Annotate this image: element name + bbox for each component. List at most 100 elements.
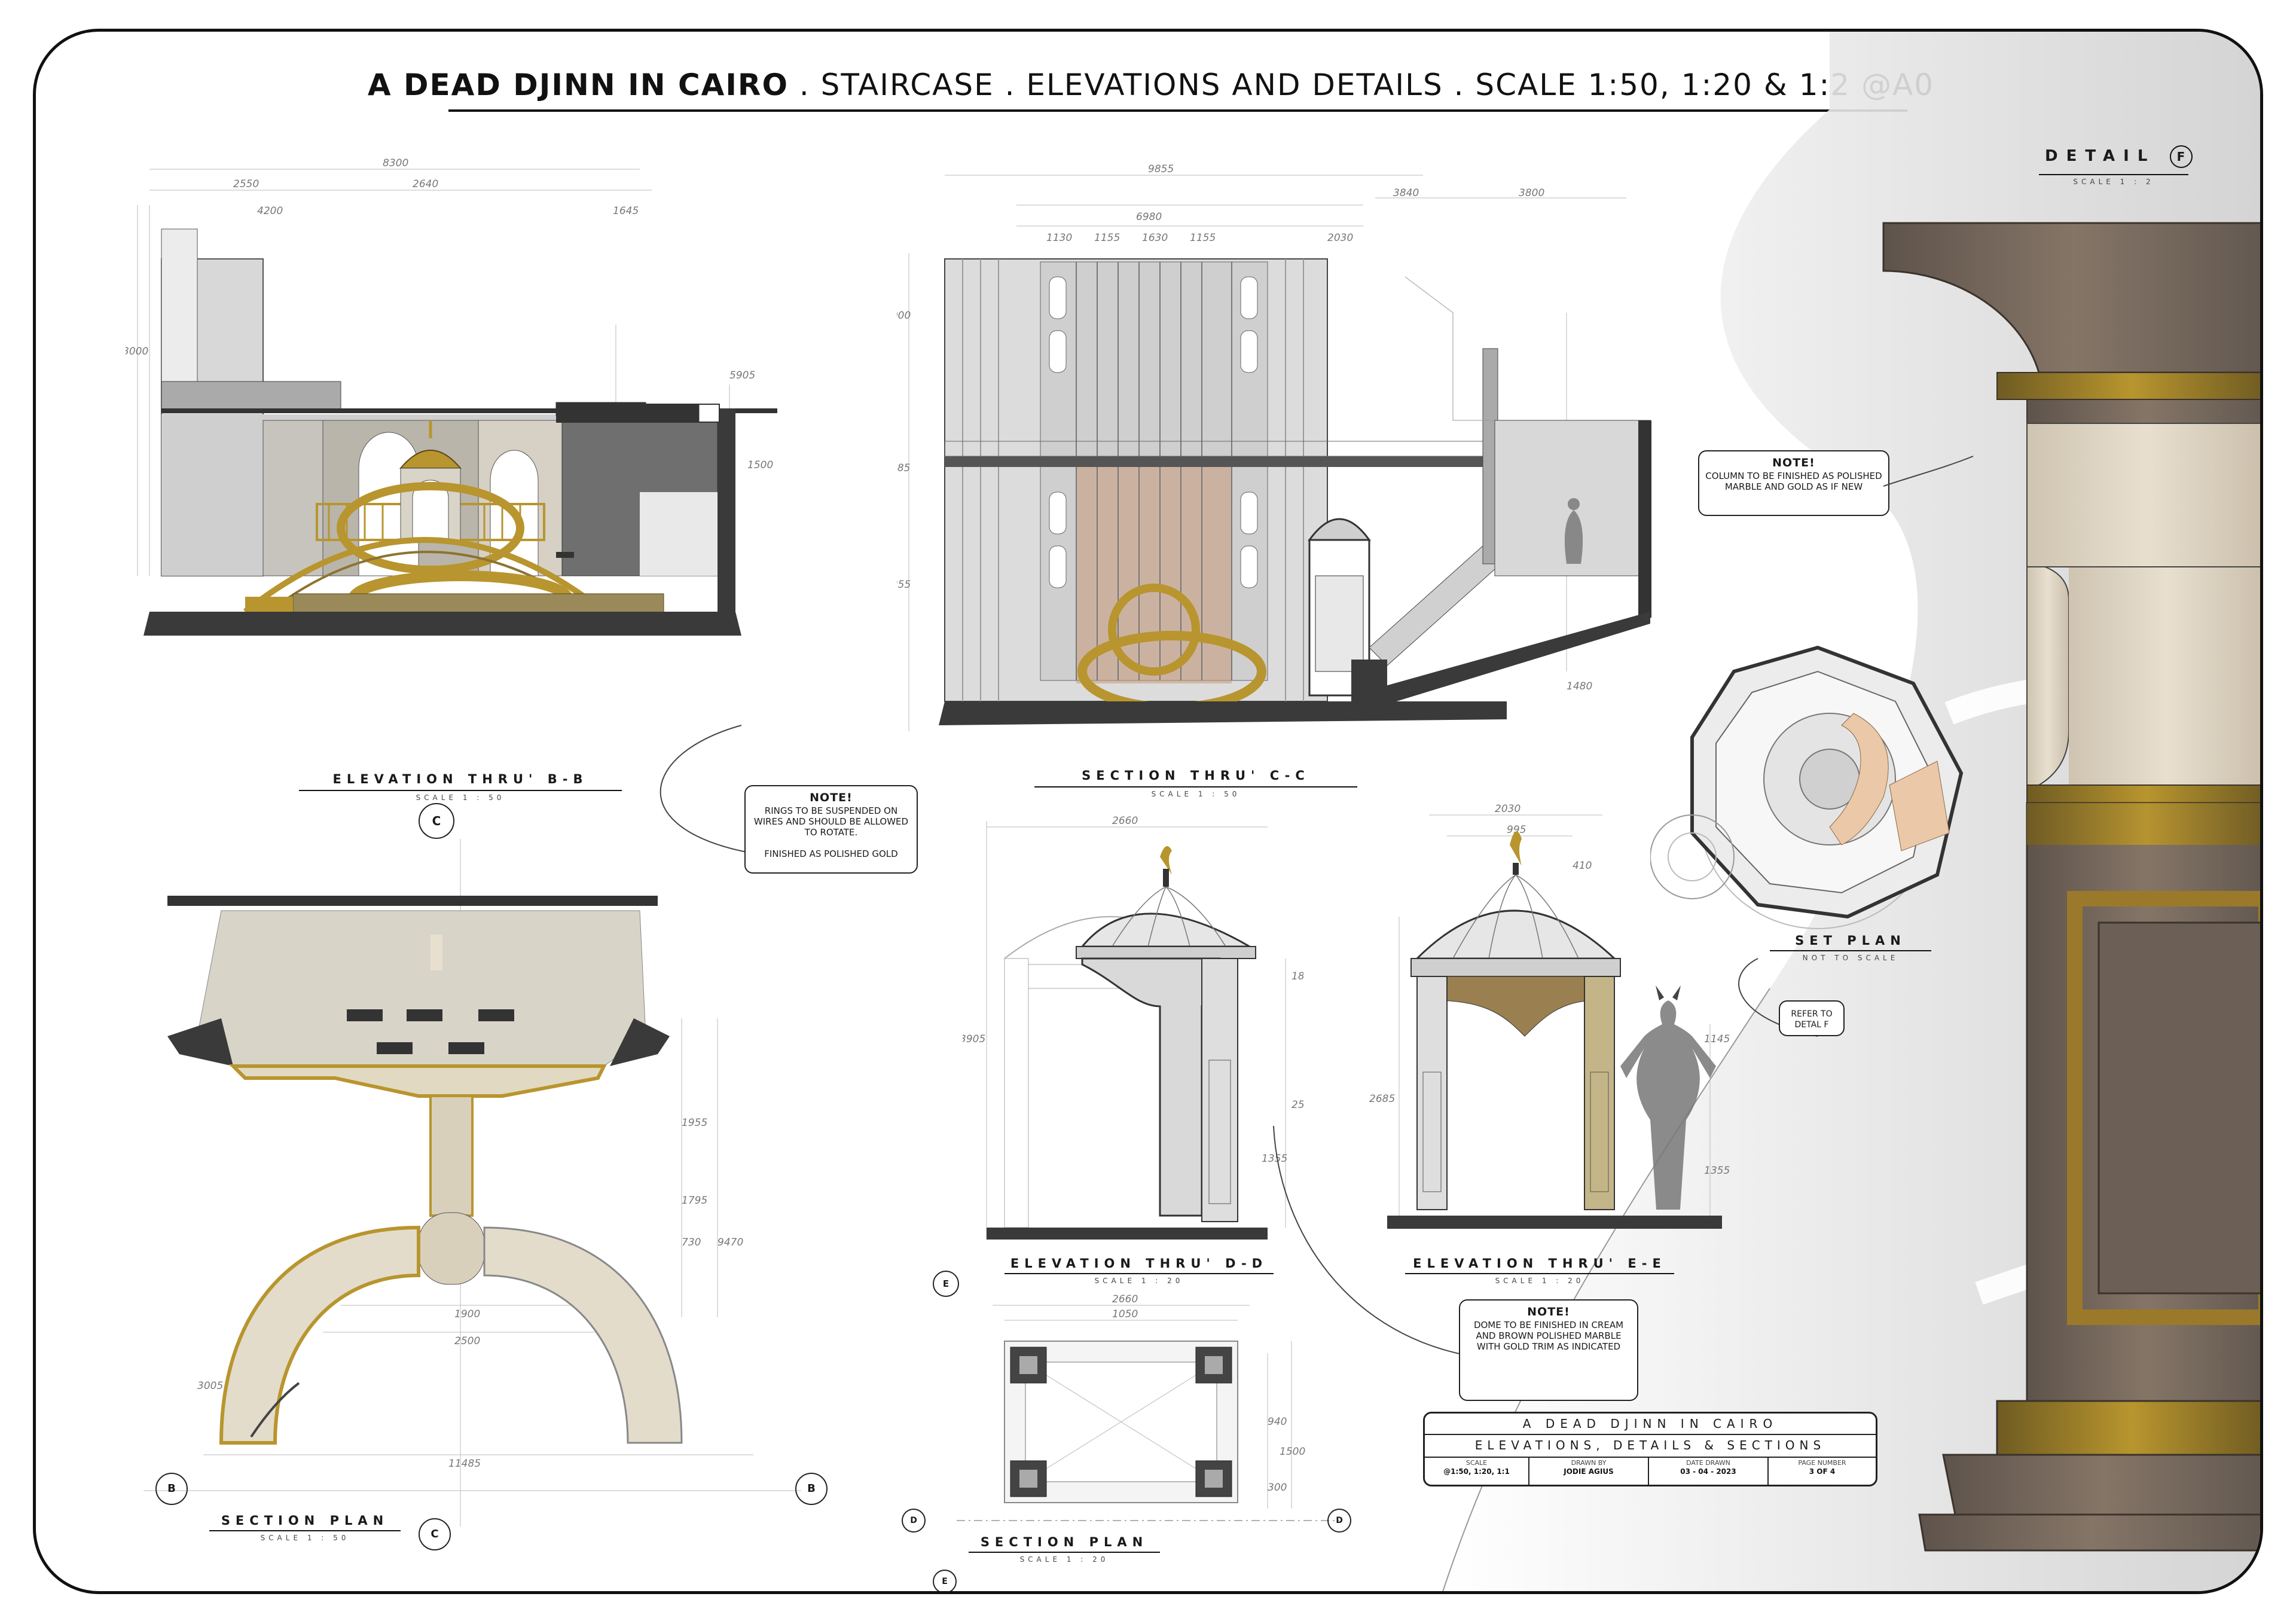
label-set-plan: SET PLAN xyxy=(1795,933,1906,948)
section-marker-e-top: E xyxy=(933,1271,959,1297)
scale-set-plan: NOT TO SCALE xyxy=(1802,954,1899,962)
dim-text: 1955 xyxy=(682,1117,707,1129)
dim-text: 1500 xyxy=(747,459,773,471)
title-block-page: PAGE NUMBER 3 OF 4 xyxy=(1769,1457,1876,1486)
dim-text: 1900 xyxy=(454,1308,480,1320)
note-dome: NOTE! DOME TO BE FINISHED IN CREAM AND B… xyxy=(1459,1299,1638,1401)
cell-value: JODIE AGIUS xyxy=(1564,1467,1614,1476)
title-block-sheet: ELEVATIONS, DETAILS & SECTIONS xyxy=(1425,1434,1876,1458)
note-column: NOTE! COLUMN TO BE FINISHED AS POLISHED … xyxy=(1698,450,1889,516)
dim-text: 300 xyxy=(1268,1482,1287,1494)
section-cc-drawing: 9855 3840 3800 6980 1130 1155 1630 1155 … xyxy=(897,163,1651,731)
dim-text: 1500 xyxy=(1280,1446,1305,1458)
label-underline xyxy=(1034,786,1357,787)
dim-text: 2500 xyxy=(1292,1099,1303,1111)
label-underline xyxy=(969,1552,1160,1553)
cell-value: 3 OF 4 xyxy=(1809,1467,1836,1476)
dim-text: 1355 xyxy=(1262,1153,1287,1165)
note-heading: NOTE! xyxy=(810,791,853,804)
title-block-project: A DEAD DJINN IN CAIRO xyxy=(1425,1414,1876,1435)
scale-elevation-bb: SCALE 1 : 50 xyxy=(416,793,505,802)
scale-elevation-dd: SCALE 1 : 20 xyxy=(1094,1277,1184,1285)
section-marker-c-bottom: C xyxy=(419,1518,451,1550)
dim-text: 180 xyxy=(1292,970,1303,982)
cell-label: DATE DRAWN xyxy=(1686,1459,1730,1467)
section-marker-d-left: D xyxy=(902,1509,926,1533)
dim-text: 8300 xyxy=(383,157,408,169)
note-body: RINGS TO BE SUSPENDED ON WIRES AND SHOUL… xyxy=(753,805,909,838)
label-section-cc: SECTION THRU' C-C xyxy=(1082,768,1310,783)
label-underline xyxy=(2039,174,2188,175)
note-body: DOME TO BE FINISHED IN CREAM AND BROWN P… xyxy=(1473,1320,1624,1352)
dim-text: 410 xyxy=(1573,860,1592,872)
scale-elevation-ee: SCALE 1 : 20 xyxy=(1495,1277,1584,1285)
leader-line xyxy=(660,725,778,857)
label-underline xyxy=(209,1530,401,1531)
dim-text: 3905 xyxy=(963,1033,985,1045)
dim-text: 3005 xyxy=(197,1380,223,1392)
dim-text: 6980 xyxy=(1136,211,1162,223)
set-plan-drawing xyxy=(1650,645,1964,929)
dim-text: 2660 xyxy=(1112,1293,1138,1305)
elevation-ee-drawing: 2030 995 410 2685 1145 1355 xyxy=(1369,803,1730,1229)
dim-text: 1145 xyxy=(1704,1033,1730,1045)
sheet-title: A DEAD DJINN IN CAIRO . STAIRCASE . ELEV… xyxy=(36,68,2260,102)
title-underline xyxy=(448,109,1907,112)
label-elevation-bb: ELEVATION THRU' B-B xyxy=(332,772,588,786)
dim-text: 1050 xyxy=(1112,1308,1138,1320)
dim-text: 2030 xyxy=(1327,232,1353,244)
dim-text: 1480 xyxy=(1567,680,1592,692)
section-plan-mid-drawing: 2660 1050 940 1500 300 xyxy=(957,1293,1339,1521)
dim-text: 685 xyxy=(897,462,910,474)
dim-text: 1155 xyxy=(1094,232,1120,244)
dim-text: 940 xyxy=(1268,1416,1287,1428)
section-marker-b-right: B xyxy=(795,1473,828,1505)
dim-text: 1795 xyxy=(682,1195,707,1207)
section-marker-b-left: B xyxy=(155,1473,188,1505)
note-body-2: FINISHED AS POLISHED GOLD xyxy=(764,848,898,859)
detail-f-column xyxy=(1882,222,2260,1552)
cell-label: DRAWN BY xyxy=(1571,1459,1607,1467)
title-project: A DEAD DJINN IN CAIRO xyxy=(367,68,789,102)
label-section-plan-mid: SECTION PLAN xyxy=(980,1535,1149,1549)
scale-section-plan-left: SCALE 1 : 50 xyxy=(260,1534,350,1542)
dim-text: 1645 xyxy=(613,205,639,217)
dim-text: 3800 xyxy=(1519,187,1544,199)
scale-section-plan-mid: SCALE 1 : 20 xyxy=(1019,1555,1109,1564)
dim-text: 1630 xyxy=(1142,232,1168,244)
label-elevation-dd: ELEVATION THRU' D-D xyxy=(1010,1256,1268,1271)
detail-label: DETAIL xyxy=(2045,147,2156,165)
label-underline xyxy=(1770,950,1931,951)
cell-value: 03 - 04 - 2023 xyxy=(1680,1467,1736,1476)
title-block: A DEAD DJINN IN CAIRO ELEVATIONS, DETAIL… xyxy=(1423,1412,1877,1486)
title-block-scale: SCALE @1:50, 1:20, 1:1 xyxy=(1425,1457,1529,1486)
note-rings: NOTE! RINGS TO BE SUSPENDED ON WIRES AND… xyxy=(744,785,918,874)
label-detail-f: DETAIL F xyxy=(2045,145,2193,168)
label-elevation-ee: ELEVATION THRU' E-E xyxy=(1413,1256,1666,1271)
dim-text: 4200 xyxy=(257,205,283,217)
note-heading: NOTE! xyxy=(1772,456,1815,469)
label-underline xyxy=(299,790,622,791)
dim-text: 1155 xyxy=(1190,232,1216,244)
dim-text: 1130 xyxy=(1046,232,1072,244)
title-rest: . STAIRCASE . ELEVATIONS AND DETAILS . S… xyxy=(788,68,1935,102)
dim-text: 2550 xyxy=(233,178,259,190)
dim-text: 2685 xyxy=(1369,1093,1395,1105)
section-plan-left-drawing: 6570 5930 1955 1795 730 9470 1900 2500 3… xyxy=(144,839,801,1527)
drawing-sheet: A DEAD DJINN IN CAIRO . STAIRCASE . ELEV… xyxy=(33,29,2263,1594)
section-marker-c: C xyxy=(419,803,454,839)
title-block-drawn-by: DRAWN BY JODIE AGIUS xyxy=(1529,1457,1649,1486)
cell-value: @1:50, 1:20, 1:1 xyxy=(1443,1467,1510,1476)
label-section-plan-left: SECTION PLAN xyxy=(221,1513,389,1528)
scale-section-cc: SCALE 1 : 50 xyxy=(1151,790,1241,798)
scale-detail-f: SCALE 1 : 2 xyxy=(2073,178,2154,186)
leader-line xyxy=(1273,1125,1495,1360)
dim-text: 11485 xyxy=(448,1458,481,1470)
cell-label: PAGE NUMBER xyxy=(1798,1459,1846,1467)
section-marker-e-bottom: E xyxy=(933,1570,957,1591)
dim-text: 730 xyxy=(682,1237,701,1248)
dim-text: 995 xyxy=(1507,824,1526,836)
title-block-date: DATE DRAWN 03 - 04 - 2023 xyxy=(1649,1457,1769,1486)
